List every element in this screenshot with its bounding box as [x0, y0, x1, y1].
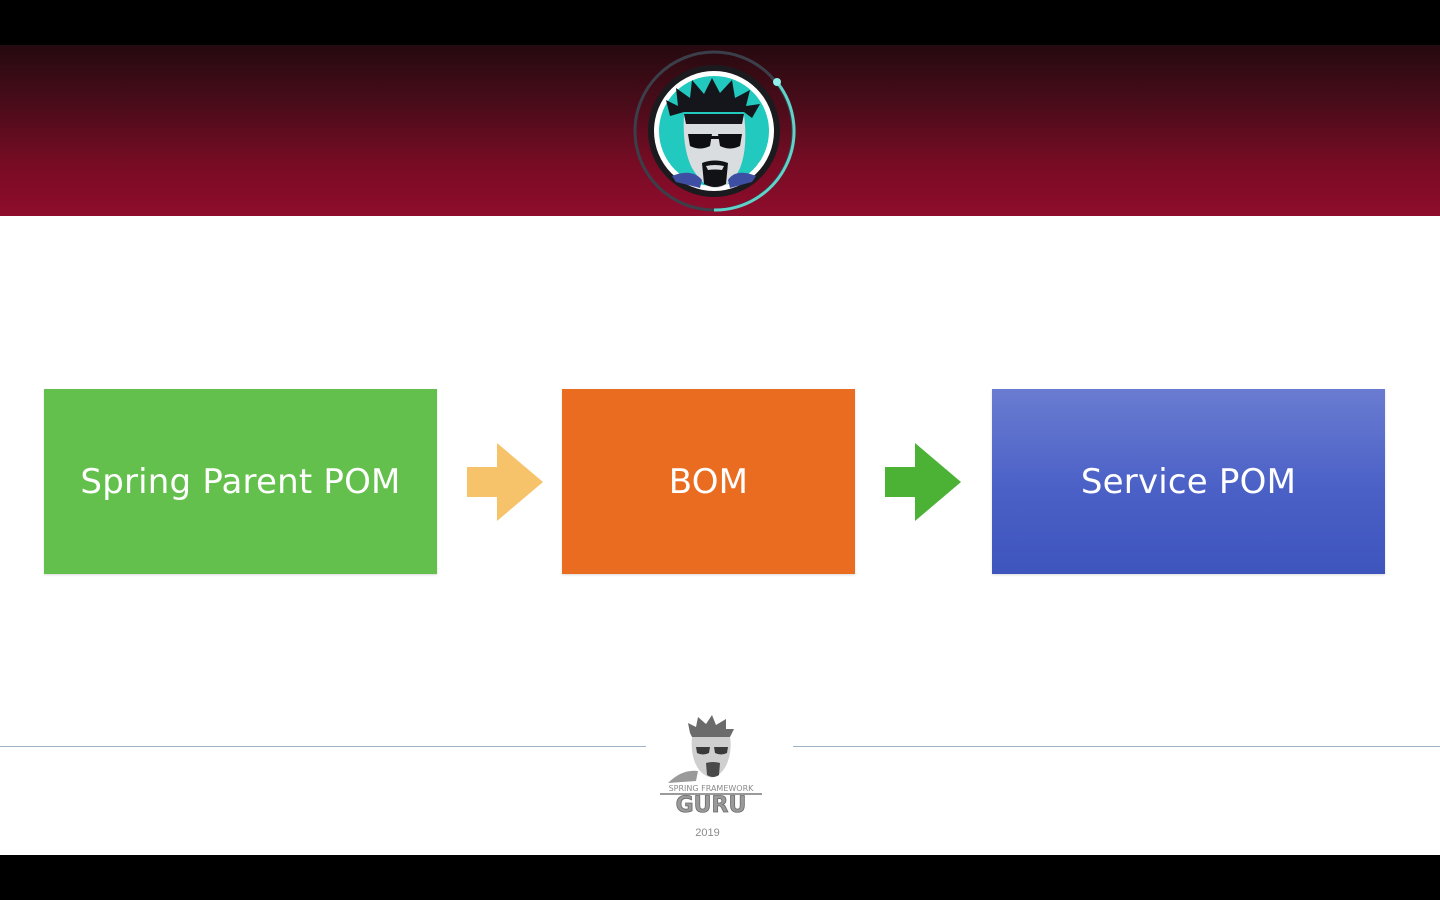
- footer-year: 2019: [695, 827, 720, 839]
- letterbox-top: [0, 0, 1440, 45]
- footer-divider-left: [0, 746, 646, 747]
- svg-text:GURU: GURU: [676, 793, 747, 813]
- node-bom: BOM: [562, 389, 855, 574]
- avatar-logo: [632, 48, 796, 214]
- node-spring-parent-pom: Spring Parent POM: [44, 389, 437, 574]
- node-label: Spring Parent POM: [80, 461, 401, 502]
- footer-divider-right: [793, 746, 1440, 747]
- spring-framework-guru-logo: SPRING FRAMEWORK GURU: [652, 713, 770, 818]
- node-label: Service POM: [1080, 461, 1297, 502]
- arrow-right-icon: [883, 443, 963, 521]
- slide: Spring Parent POM BOM Service POM SPRING…: [0, 45, 1440, 855]
- svg-text:SPRING FRAMEWORK: SPRING FRAMEWORK: [669, 784, 755, 793]
- node-service-pom: Service POM: [992, 389, 1385, 574]
- letterbox-bottom: [0, 855, 1440, 900]
- node-label: BOM: [668, 461, 749, 502]
- arrow-right-icon: [465, 443, 545, 521]
